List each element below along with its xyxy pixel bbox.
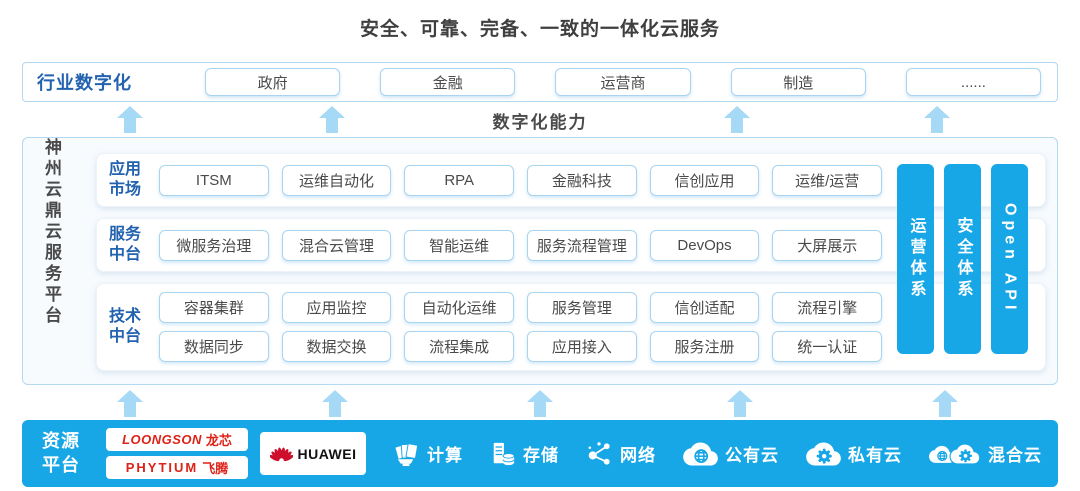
resource-bar-label: 资源平台 — [42, 431, 80, 475]
platform-capability-item: RPA — [404, 164, 515, 196]
resource-platform-bar: 资源平台 LOONGSON 龙芯 PHYTIUM 飞腾 — [22, 420, 1058, 487]
up-arrow-icon — [322, 390, 348, 418]
storage-icon — [490, 441, 516, 467]
resource-item-label: 公有云 — [725, 446, 779, 465]
platform-capability-item: 混合云管理 — [281, 229, 392, 261]
resource-item-label: 网络 — [620, 446, 656, 465]
platform-capability-item: 大屏展示 — [772, 229, 883, 261]
compute-icon — [393, 440, 420, 467]
up-arrow-icon — [724, 106, 750, 134]
resource-item-label: 私有云 — [848, 446, 902, 465]
platform-side-label: 神州云鼎云服务平台 — [42, 138, 61, 327]
platform-capability-item: 信创应用 — [649, 164, 760, 196]
phytium-cn-text: 飞腾 — [202, 461, 229, 476]
tech-platform-row: 技术中台容器集群应用监控自动化运维服务管理信创适配流程引擎数据同步数据交换流程集… — [96, 283, 1046, 371]
public-cloud-icon — [683, 441, 718, 467]
resource-item: 公有云 — [683, 441, 779, 467]
industry-items: 政府 金融 运营商 制造...... — [205, 68, 1042, 96]
industry-digitalization-row: 行业数字化 政府 金融 运营商 制造...... — [22, 62, 1058, 102]
up-arrow-icon — [117, 390, 143, 418]
huawei-logo-icon — [269, 445, 293, 463]
resource-item-label: 混合云 — [988, 446, 1042, 465]
platform-capability-item: 信创适配 — [649, 292, 760, 323]
up-arrow-icon — [727, 390, 753, 418]
operations-system-pillar: 运营体系 — [897, 164, 934, 354]
huawei-logo-text: HUAWEI — [297, 445, 357, 462]
resource-items: 计算 存储 网络 公有云 私有云 混合云 — [393, 439, 1042, 469]
industry-item: 运营商 — [555, 68, 691, 96]
platform-capability-item: 流程引擎 — [772, 292, 883, 323]
platform-capability-item: 微服务治理 — [159, 229, 269, 261]
resource-item: 计算 — [393, 440, 463, 467]
platform-capability-item: 服务注册 — [649, 331, 760, 362]
industry-item: 制造 — [730, 68, 866, 96]
digital-capability-arrow-row: 数字化能力 — [22, 104, 1058, 135]
capability-label: 数字化能力 — [492, 113, 588, 132]
resource-item: 混合云 — [929, 439, 1042, 469]
resource-arrow-row — [22, 388, 1058, 418]
resource-item: 存储 — [490, 441, 559, 467]
platform-capability-item: 应用监控 — [281, 292, 392, 323]
loongson-logo-text: LOONGSON — [122, 432, 202, 447]
platform-capability-item: 数据同步 — [159, 331, 269, 362]
up-arrow-icon — [319, 106, 345, 134]
resource-item-label: 存储 — [523, 446, 559, 465]
platform-capability-item: 智能运维 — [404, 229, 515, 261]
huawei-badge: HUAWEI — [260, 432, 366, 475]
private-cloud-icon — [806, 441, 841, 467]
platform-capability-item: 服务流程管理 — [527, 229, 637, 261]
resource-item: 网络 — [586, 440, 656, 467]
industry-item: 金融 — [380, 68, 516, 96]
platform-capability-item: 统一认证 — [772, 331, 883, 362]
diagram-title: 安全、可靠、完备、一致的一体化云服务 — [359, 19, 720, 40]
up-arrow-icon — [924, 106, 950, 134]
tech-platform-row-label: 技术中台 — [109, 308, 142, 345]
platform-capability-item: 服务管理 — [527, 292, 637, 323]
resource-item-label: 计算 — [427, 446, 463, 465]
platform-capability-item: 数据交换 — [281, 331, 392, 362]
industry-item: 政府 — [205, 68, 341, 96]
phytium-logo-text: PHYTIUM — [125, 460, 199, 475]
loongson-badge: LOONGSON 龙芯 — [106, 428, 248, 451]
platform-capability-item: 运维自动化 — [281, 164, 392, 196]
loongson-cn-text: 龙芯 — [205, 433, 232, 448]
platform-capability-item: ITSM — [159, 164, 269, 196]
industry-row-label: 行业数字化 — [37, 73, 132, 93]
platform-capability-item: 自动化运维 — [404, 292, 515, 323]
platform-capability-item: DevOps — [649, 229, 760, 261]
up-arrow-icon — [117, 106, 143, 134]
cpu-vendor-stack: LOONGSON 龙芯 PHYTIUM 飞腾 — [106, 428, 248, 479]
platform-capability-item: 应用接入 — [527, 331, 637, 362]
service-platform-row: 服务中台微服务治理混合云管理智能运维服务流程管理 DevOps 大屏展示 — [96, 218, 1046, 272]
platform-capability-item: 金融科技 — [527, 164, 637, 196]
security-system-pillar: 安全体系 — [944, 164, 981, 354]
platform-capability-item: 流程集成 — [404, 331, 515, 362]
industry-item: ...... — [905, 68, 1042, 96]
app-market-row: 应用市场 ITSM 运维自动化 RPA 金融科技信创应用运维/运营 — [96, 153, 1046, 207]
resource-item: 私有云 — [806, 441, 902, 467]
up-arrow-icon — [527, 390, 553, 418]
cloud-service-platform-box: 神州云鼎云服务平台 应用市场 ITSM 运维自动化 RPA 金融科技信创应用运维/运营服… — [22, 137, 1058, 385]
up-arrow-icon — [932, 390, 958, 418]
service-platform-row-label: 服务中台 — [109, 226, 142, 263]
open-api-pillar: Open API — [991, 164, 1028, 354]
phytium-badge: PHYTIUM 飞腾 — [106, 456, 248, 479]
platform-capability-item: 运维/运营 — [772, 164, 883, 196]
platform-capability-item: 容器集群 — [159, 292, 269, 323]
network-icon — [586, 440, 613, 467]
hybrid-cloud-icon — [929, 439, 981, 469]
app-market-row-label: 应用市场 — [109, 161, 142, 198]
